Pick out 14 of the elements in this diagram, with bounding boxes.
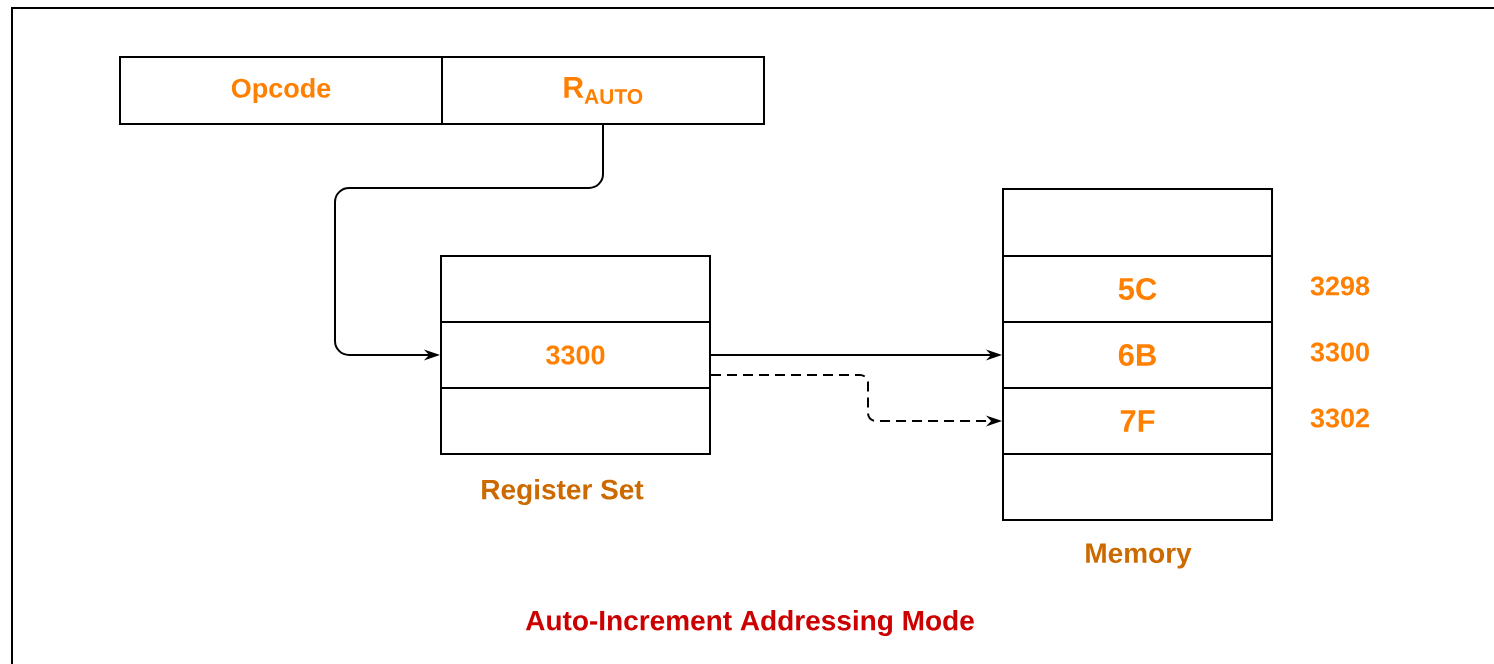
register-cell: 3300 bbox=[440, 321, 711, 389]
address-label: 3302 bbox=[1310, 408, 1369, 428]
memory-cell bbox=[1002, 453, 1273, 521]
register-cell bbox=[440, 255, 711, 323]
address-label: 3298 bbox=[1310, 276, 1370, 296]
memory-cell: 7F bbox=[1002, 387, 1273, 455]
register-cell bbox=[440, 387, 711, 455]
instruction-field: Opcode bbox=[119, 56, 443, 125]
instruction-field: R$_{AUTO}$ bbox=[441, 56, 765, 125]
memory-cell: 6B bbox=[1002, 321, 1273, 389]
memory-cell bbox=[1002, 188, 1273, 257]
address-label: 3300 bbox=[1310, 342, 1369, 362]
memory-cell: 5C bbox=[1002, 255, 1273, 323]
diagram-caption: Auto-Increment Addressing Mode bbox=[525, 609, 974, 637]
